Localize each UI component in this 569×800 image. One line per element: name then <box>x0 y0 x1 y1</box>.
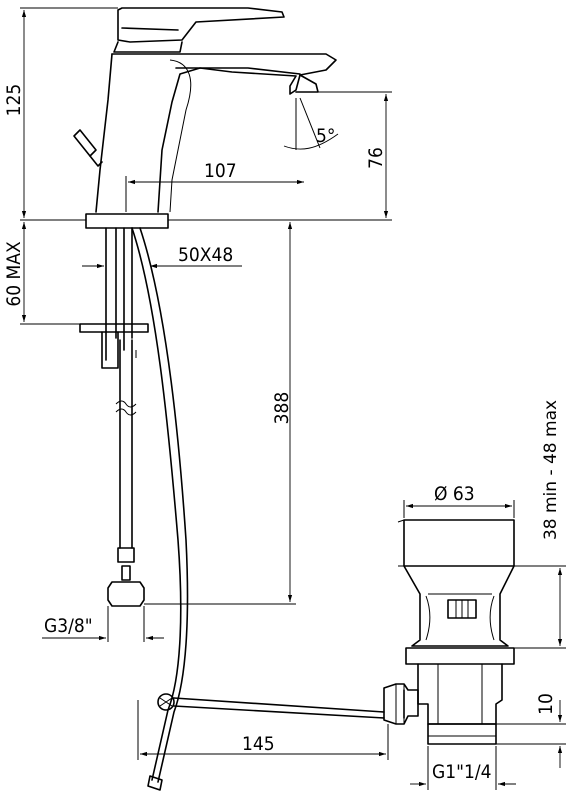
dim-hose-length-label: 388 <box>271 392 293 425</box>
dim-deck-thickness-label: 60 MAX <box>3 241 25 307</box>
dim-waste-thread-label: G1"1/4 <box>432 761 492 783</box>
dim-waste-diameter: Ø 63 <box>403 483 515 518</box>
dim-waste-adjustment-label: 38 min - 48 max <box>541 400 561 540</box>
dim-spout-reach: 107 <box>125 160 304 212</box>
dim-hose-length: 388 <box>144 222 296 605</box>
dim-overall-height-label: 125 <box>3 84 25 117</box>
pivot-link-rod <box>157 693 385 719</box>
mounting-shank <box>79 227 149 369</box>
dim-spout-reach-label: 107 <box>204 160 237 182</box>
dim-hose-connection-label: G3/8" <box>44 615 93 637</box>
spout-angle-indicator <box>283 97 339 150</box>
dim-spout-angle: 5° <box>316 125 335 147</box>
dim-deck-thickness: 60 MAX <box>3 222 80 325</box>
dim-overall-height: 125 <box>3 7 118 218</box>
dim-spout-height: 76 <box>318 91 392 218</box>
dim-waste-thread: G1"1/4 <box>410 746 516 790</box>
waste-assembly <box>383 519 515 745</box>
dim-base-size-label: 50X48 <box>178 244 233 266</box>
dim-waste-thread-length: 10 <box>496 693 566 768</box>
dim-waste-diameter-label: Ø 63 <box>434 483 475 505</box>
dim-lever-reach: 145 <box>137 700 389 760</box>
dim-waste-thread-length-label: 10 <box>535 693 557 715</box>
dim-base-size: 50X48 <box>82 244 242 269</box>
dim-hose-connection: G3/8" <box>42 606 164 642</box>
flexible-hose <box>107 339 145 607</box>
dim-spout-angle-label: 5° <box>316 125 335 147</box>
dim-lever-reach-label: 145 <box>242 733 275 755</box>
popup-rod <box>131 227 189 791</box>
dim-waste-adjustment: 38 min - 48 max <box>514 400 566 649</box>
faucet-body <box>20 7 392 229</box>
dim-spout-height-label: 76 <box>365 147 387 169</box>
